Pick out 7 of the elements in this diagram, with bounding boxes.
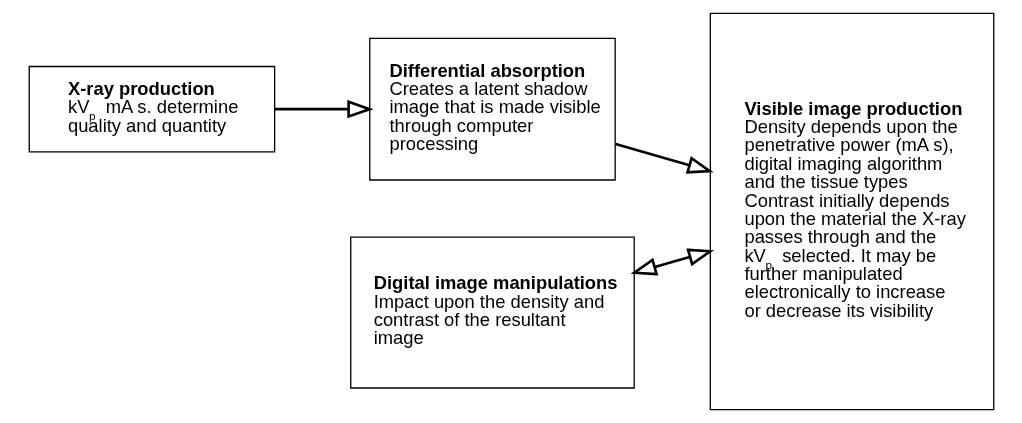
arrow [614,142,714,174]
node-box: Digital image manipulations Impact upon the density and contrast of the resultant image [349,236,635,389]
node-box: Visible image production Density depends upon the penetrative power (mA s), digital imaging algorithm and the tissue types Contrast initially depends upon the material the X-ray passes through and the kV$_{p}$ selected. It may be further manipulated electronically to increase or decrease its visibility [709,12,994,411]
node-box: Differential absorption Creates a latent shadow image that is made visible through computer processing [368,37,616,181]
arrow [630,248,714,276]
arrow [274,99,374,119]
node-box: X-ray production kV$_{p}$ mA s. determine quality and quantity [28,65,275,153]
